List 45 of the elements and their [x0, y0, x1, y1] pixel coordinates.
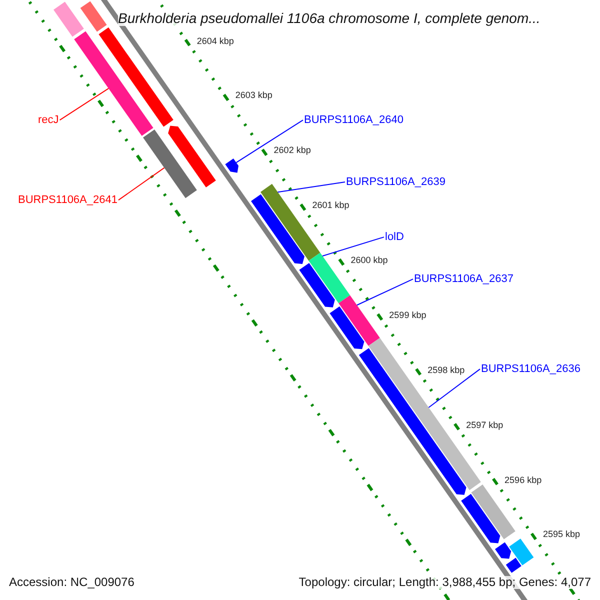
scale-label: 2597 kbp	[466, 420, 504, 431]
leader-line	[428, 368, 480, 408]
gene-bar	[143, 130, 197, 198]
gene-bar	[80, 1, 107, 32]
gene-bar	[308, 252, 350, 304]
scale-label: 2599 kbp	[389, 310, 426, 321]
summary-text: Topology: circular; Length: 3,988,455 bp; Genes: 4,077	[298, 576, 591, 589]
gene-bar	[495, 542, 512, 559]
gene-bar	[168, 126, 216, 188]
gene-bar	[509, 538, 534, 566]
gene-label: BURPS1106A_2637	[414, 273, 514, 286]
scale-label: 2596 kbp	[504, 476, 542, 486]
scale-label: 2603 kbp	[235, 91, 272, 102]
gene-bar	[471, 484, 516, 540]
gene-label: BURPS1106A_2639	[346, 176, 446, 188]
gene-label: recJ	[38, 114, 59, 126]
gene-bar	[330, 306, 364, 350]
leader-line	[59, 88, 110, 121]
leader-line	[277, 182, 346, 193]
gene-bar	[338, 295, 380, 346]
gene-bar	[54, 2, 84, 37]
gene-bar	[74, 31, 154, 136]
scale-label: 2601 kbp	[312, 201, 350, 212]
gene-bar	[251, 194, 304, 264]
gene-bar	[461, 494, 500, 544]
leader-line	[322, 236, 384, 256]
scale-label: 2598 kbp	[428, 366, 465, 376]
gene-label: lolD	[385, 231, 404, 244]
accession-text: Accession: NC_009076	[9, 576, 134, 589]
gene-bar	[98, 27, 174, 127]
leader-line	[118, 167, 165, 201]
leader-line	[236, 120, 304, 164]
gene-label: BURPS1106A_2641	[18, 194, 118, 206]
scale-label: 2600 kbp	[350, 256, 388, 266]
gene-label: BURPS1106A_2636	[481, 363, 580, 376]
scale-label: 2595 kbp	[543, 530, 580, 540]
leader-line	[356, 278, 414, 306]
map-title: Burkholderia pseudomallei 1106a chromosome I, complete genom...	[118, 11, 540, 26]
scale-label: 2602 kbp	[274, 146, 311, 156]
scale-label: 2604 kbp	[196, 36, 234, 46]
gene-bar	[299, 263, 335, 308]
gene-label: BURPS1106A_2640	[304, 114, 404, 126]
gene-bar	[358, 348, 466, 495]
gene-bar	[225, 158, 238, 173]
gene-bar	[506, 558, 522, 573]
